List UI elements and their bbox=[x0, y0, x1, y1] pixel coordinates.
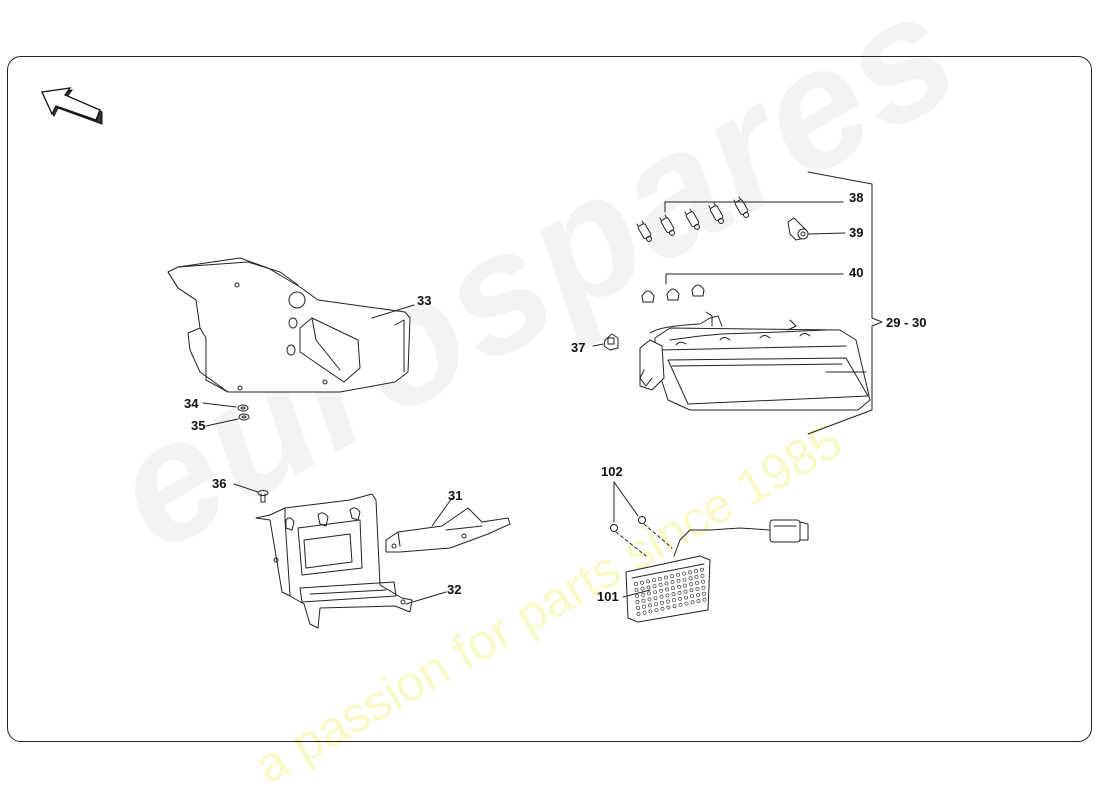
part-33-heat-shield bbox=[167, 257, 411, 393]
leader-lines bbox=[202, 171, 883, 605]
callout-34: 34 bbox=[184, 396, 199, 411]
callout-31: 31 bbox=[448, 488, 463, 503]
part-36-bolt bbox=[257, 490, 269, 503]
callout-35: 35 bbox=[191, 418, 206, 433]
back-arrow-icon[interactable] bbox=[40, 86, 110, 132]
part-38-bulbs bbox=[636, 196, 844, 242]
part-31-strap bbox=[385, 507, 511, 553]
callout-39: 39 bbox=[849, 225, 864, 240]
callout-102: 102 bbox=[601, 464, 623, 479]
callout-40: 40 bbox=[849, 265, 864, 280]
callout-36: 36 bbox=[212, 476, 227, 491]
callout-32: 32 bbox=[447, 582, 462, 597]
part-34-washer bbox=[237, 404, 249, 412]
callout-33: 33 bbox=[417, 293, 432, 308]
part-39-socket bbox=[787, 217, 846, 241]
callout-29-30: 29 - 30 bbox=[886, 315, 927, 330]
part-101-module bbox=[625, 519, 809, 623]
callout-38: 38 bbox=[849, 190, 864, 205]
part-29-30-tail-light bbox=[639, 311, 871, 411]
part-32-bracket bbox=[255, 493, 413, 629]
callout-101: 101 bbox=[597, 589, 619, 604]
part-37-clip bbox=[592, 333, 619, 351]
diagram-frame bbox=[7, 56, 1092, 742]
part-40-bulbs bbox=[641, 273, 844, 303]
part-102-nuts bbox=[610, 516, 673, 557]
part-35-washer bbox=[238, 413, 250, 421]
callout-37: 37 bbox=[571, 340, 586, 355]
